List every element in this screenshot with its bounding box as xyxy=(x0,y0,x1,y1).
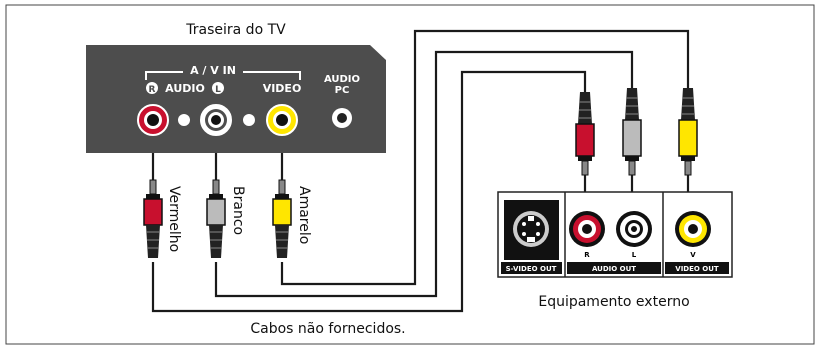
svideo-jack[interactable] xyxy=(513,211,549,247)
tv-plug-yellow xyxy=(272,179,292,258)
device-plug-white xyxy=(622,88,642,176)
tv-separator-dot-2 xyxy=(243,114,255,126)
device-plug-red xyxy=(575,92,595,176)
l-badge-text: L xyxy=(215,85,221,95)
device-v-label: V xyxy=(690,251,696,259)
video-out-label-bg xyxy=(665,262,729,274)
tv-separator-dot xyxy=(178,114,190,126)
device-jack-white[interactable] xyxy=(616,211,652,247)
video-out-label: VIDEO OUT xyxy=(675,265,719,273)
tv-jack-white[interactable] xyxy=(200,104,232,136)
tv-back-label: Traseira do TV xyxy=(185,22,286,38)
cable-red xyxy=(151,70,587,313)
cables-note: Cabos não fornecidos. xyxy=(250,321,405,337)
audio-pc-label-2: PC xyxy=(335,85,350,96)
tv-jack-red[interactable] xyxy=(137,104,169,136)
av-in-label: A / V IN xyxy=(190,64,236,77)
audio-pc-label-1: AUDIO xyxy=(324,74,360,85)
r-badge-icon xyxy=(146,82,158,94)
device-plug-yellow xyxy=(678,88,698,176)
device-jack-yellow[interactable] xyxy=(675,211,711,247)
tv-jack-yellow[interactable] xyxy=(266,104,298,136)
svideo-label-bg xyxy=(501,262,562,274)
av-in-label-bg xyxy=(183,64,243,76)
tv-panel-notch xyxy=(370,45,386,60)
r-badge-text: R xyxy=(149,85,156,95)
tv-plug-red xyxy=(143,179,163,258)
tv-plug-white xyxy=(206,179,226,258)
tv-panel-body xyxy=(86,45,386,153)
device-l-label: L xyxy=(632,251,637,259)
external-device-panel: S-VIDEO OUT R L AUDIO OUT V VIDEO OUT xyxy=(497,191,733,278)
label-white: Branco xyxy=(230,186,246,235)
label-red: Vermelho xyxy=(166,186,182,252)
audio-out-label: AUDIO OUT xyxy=(592,265,636,273)
video-label: VIDEO xyxy=(263,82,302,95)
l-badge-icon xyxy=(212,82,224,94)
external-device-label: Equipamento externo xyxy=(538,294,689,310)
audio-label: AUDIO xyxy=(165,82,205,95)
cable-white xyxy=(214,50,634,298)
device-r-label: R xyxy=(584,251,590,259)
audio-out-label-bg xyxy=(567,262,661,274)
svideo-label: S-VIDEO OUT xyxy=(506,265,557,273)
device-jack-red[interactable] xyxy=(569,211,605,247)
tv-jack-audio-pc[interactable] xyxy=(332,108,352,128)
cable-yellow xyxy=(280,29,690,286)
label-yellow: Amarelo xyxy=(296,186,312,244)
tv-back-panel: A / V IN R AUDIO L VIDEO AUDIO PC xyxy=(86,45,386,153)
